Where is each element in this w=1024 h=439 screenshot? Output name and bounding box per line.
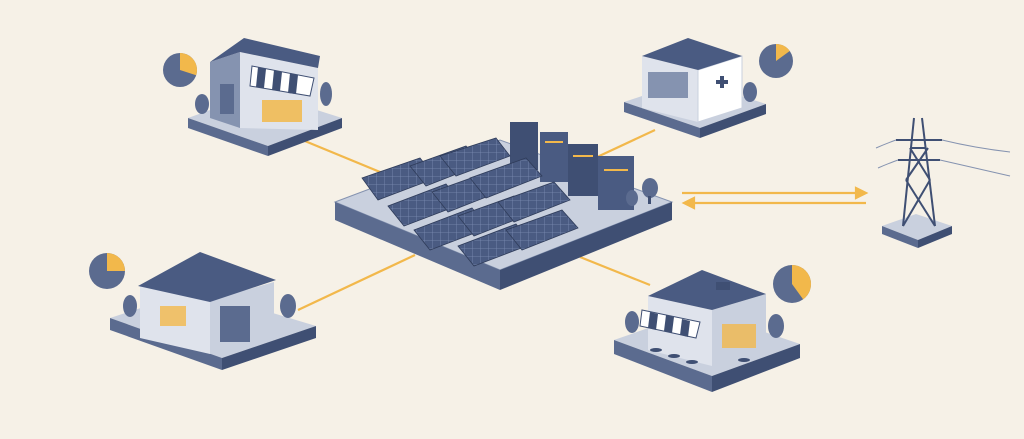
hub-base-right [500, 202, 672, 290]
shop-top-left [188, 38, 342, 156]
solar-panel-array [361, 137, 579, 267]
solar-storage-hub [333, 122, 674, 290]
solar-panel [439, 137, 511, 177]
warehouse-garage-door [220, 306, 250, 342]
cafe-awning [639, 309, 701, 339]
grid-exchange-arrows [681, 186, 869, 210]
clinic-window [648, 72, 688, 98]
battery-cabinet [540, 132, 568, 182]
solar-panel [505, 209, 579, 251]
shop-awning [249, 65, 315, 97]
link-hub-clinic [594, 129, 656, 159]
pie-slice [180, 53, 197, 76]
cafe-share-pie [773, 265, 812, 303]
shop-share-pie [163, 53, 197, 87]
shop-window [262, 100, 302, 122]
warehouse-bottom-left [110, 252, 316, 370]
solar-panel [497, 181, 571, 223]
pie-slice [776, 44, 790, 61]
warehouse-window [160, 306, 186, 326]
warehouse-share-pie [89, 253, 125, 289]
clinic-share-pie [759, 44, 793, 78]
shop-roof [210, 38, 320, 68]
medical-cross-icon [716, 76, 728, 88]
link-hub-warehouse [297, 254, 416, 311]
power-lines [875, 139, 1011, 177]
cafe-tables [650, 348, 750, 364]
link-hub-cafe [579, 255, 651, 287]
hub-trees [626, 178, 658, 206]
import-arrow-head [681, 196, 696, 210]
cafe-roof [648, 270, 766, 310]
power-pylon-icon [875, 117, 1011, 248]
pie-slice [792, 265, 812, 300]
warehouse-roof [138, 252, 276, 302]
solar-panel [469, 157, 543, 199]
cafe-window [722, 324, 756, 348]
connectors [297, 129, 656, 311]
clinic-top-right [624, 38, 766, 138]
hub-base-left [335, 202, 500, 290]
link-hub-shop [299, 137, 386, 176]
battery-cabinet [568, 144, 598, 196]
shop-door [220, 84, 234, 114]
pie-slice [107, 253, 125, 271]
cafe-bottom-right [614, 270, 800, 392]
clinic-roof [642, 38, 742, 70]
export-arrow-head [854, 186, 869, 200]
